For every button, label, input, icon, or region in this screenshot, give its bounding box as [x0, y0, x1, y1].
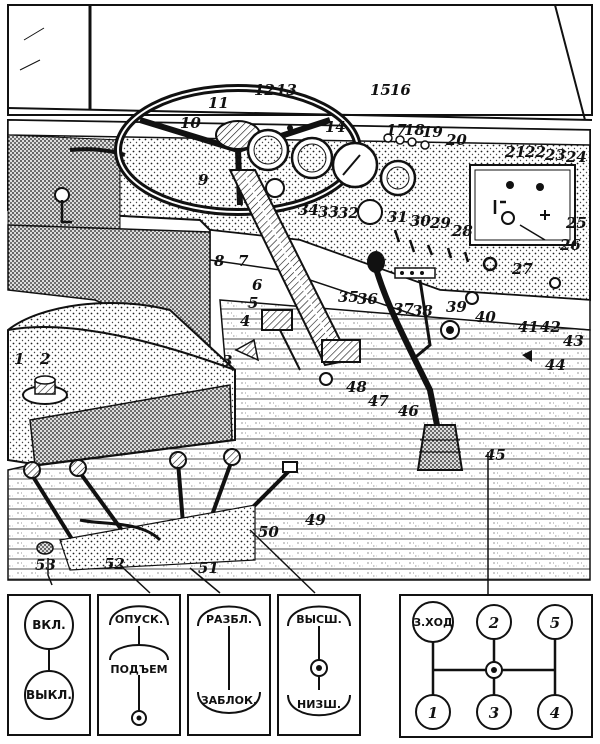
gear-1-label: 1: [428, 704, 438, 722]
callout-2: 2: [39, 350, 50, 368]
callout-9: 9: [198, 171, 209, 189]
callout-8: 8: [214, 252, 225, 270]
callout-labels: 1 2 3 4 5 6 7 8 9 10 11 12 13 14 15 16 1…: [14, 81, 587, 577]
panel-50-top-label: ВЫСШ.: [296, 613, 342, 626]
callout-38: 38: [412, 302, 433, 320]
callout-47: 47: [368, 392, 389, 410]
floor-levers: [23, 448, 298, 571]
callout-11: 11: [208, 94, 229, 112]
callout-42: 42: [540, 318, 561, 336]
callout-46: 46: [398, 402, 419, 420]
callout-31: 31: [387, 208, 408, 226]
callout-34: 34: [298, 201, 319, 219]
callout-13: 13: [276, 81, 297, 99]
callout-1: 1: [14, 350, 24, 368]
gear-2-label: 2: [488, 614, 499, 632]
panel-52-mid-label: ПОДЪЕМ: [110, 663, 167, 676]
callout-6: 6: [252, 276, 263, 294]
panel-50-bottom-label: НИЗШ.: [297, 698, 341, 711]
callout-24: 24: [565, 148, 587, 166]
callout-3: 3: [222, 352, 232, 370]
callout-4: 4: [240, 312, 250, 330]
callout-45: 45: [485, 446, 506, 464]
callout-32: 32: [338, 204, 359, 222]
callout-20: 20: [445, 131, 467, 149]
callout-15: 15: [370, 81, 391, 99]
callout-39: 39: [446, 298, 467, 316]
leader-lines: [47, 452, 489, 595]
panel-53: ВКЛ. ВЫКЛ.: [7, 594, 91, 736]
callout-25: 25: [565, 214, 587, 232]
gear-reverse-label: З.ХОД: [413, 616, 453, 629]
gear-lever: [367, 251, 464, 471]
left-wall: [7, 134, 126, 231]
callout-43: 43: [563, 332, 584, 350]
callout-28: 28: [451, 222, 473, 240]
callout-21: 21: [504, 143, 526, 161]
panel-51-top-label: РАЗБЛ.: [206, 613, 252, 626]
callout-35: 35: [338, 288, 359, 306]
panel-51-bottom-label: ЗАБЛОК.: [201, 694, 257, 707]
callout-23: 23: [544, 146, 566, 164]
callout-26: 26: [559, 236, 581, 254]
callout-44: 44: [545, 356, 566, 374]
panel-53-top-label: ВКЛ.: [32, 618, 65, 632]
callout-7: 7: [238, 252, 249, 270]
callout-16: 16: [390, 81, 411, 99]
callout-18: 18: [404, 121, 425, 139]
gear-4-label: 4: [550, 704, 560, 722]
callout-30: 30: [410, 212, 431, 230]
hand-lever: [411, 279, 532, 362]
panel-52-top-label: ОПУСК.: [115, 613, 163, 626]
panel-45-gear-pattern: З.ХОД 2 5 1 3 4: [399, 594, 593, 738]
callout-53: 53: [35, 556, 56, 574]
panel-52: ОПУСК. ПОДЪЕМ: [97, 594, 181, 736]
callout-19: 19: [422, 123, 443, 141]
callout-12: 12: [254, 81, 275, 99]
panel-51: РАЗБЛ. ЗАБЛОК.: [187, 594, 271, 736]
gear-3-label: 3: [489, 704, 499, 722]
callout-36: 36: [357, 290, 378, 308]
callout-5: 5: [248, 294, 258, 312]
panel-50: ВЫСШ. НИЗШ.: [277, 594, 361, 736]
callout-52: 52: [104, 555, 125, 573]
callout-17: 17: [386, 121, 407, 139]
callout-51: 51: [198, 559, 219, 577]
callout-14: 14: [325, 118, 346, 136]
panel-53-bottom-label: ВЫКЛ.: [26, 688, 72, 702]
gauges: [246, 125, 430, 225]
engine-cover: [7, 302, 236, 467]
gear-5-label: 5: [550, 614, 560, 632]
callout-29: 29: [429, 214, 451, 232]
callout-10: 10: [180, 114, 201, 132]
callout-48: 48: [346, 378, 367, 396]
callout-22: 22: [524, 143, 546, 161]
dash-switches: [393, 181, 561, 305]
callout-49: 49: [305, 511, 326, 529]
callout-41: 41: [518, 318, 539, 336]
callout-27: 27: [511, 260, 533, 278]
callout-33: 33: [318, 203, 339, 221]
pedals: [234, 309, 361, 386]
callout-50: 50: [258, 523, 279, 541]
callout-40: 40: [475, 308, 496, 326]
windshield: [7, 4, 593, 121]
callout-37: 37: [393, 300, 414, 318]
